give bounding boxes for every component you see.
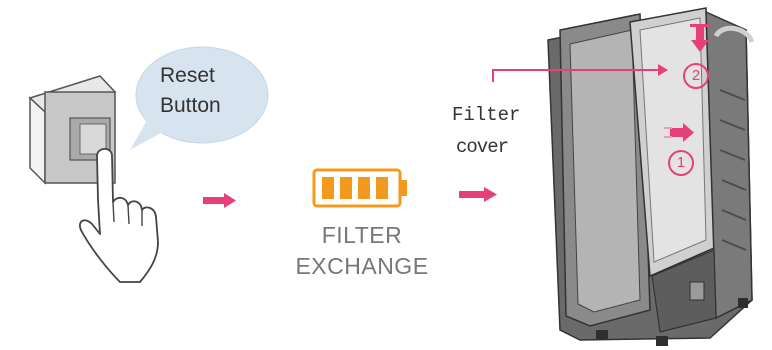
hand-pointer-icon xyxy=(79,147,159,283)
arrow-right-icon xyxy=(459,187,497,202)
arrow-right-icon xyxy=(664,123,694,142)
bubble-line-1: Reset xyxy=(160,64,215,87)
indicator-label-line-1: FILTER xyxy=(321,222,403,248)
step-2-marker: 2 xyxy=(683,63,709,89)
arrow-right-icon xyxy=(203,193,236,208)
indicator-label-line-2: EXCHANGE xyxy=(295,253,429,279)
cover-label-line-1: Filter xyxy=(452,104,521,126)
filter-cover-pointer xyxy=(492,64,668,82)
down-arrow-icon xyxy=(690,24,710,52)
filter-indicator-icon xyxy=(312,168,407,208)
air-purifier-illustration xyxy=(547,7,755,346)
speech-bubble xyxy=(130,46,269,150)
reset-button-panel xyxy=(28,75,117,185)
step-1-marker: 1 xyxy=(668,150,694,176)
cover-label-line-2: cover xyxy=(456,136,509,158)
bubble-line-2: Button xyxy=(160,94,221,117)
